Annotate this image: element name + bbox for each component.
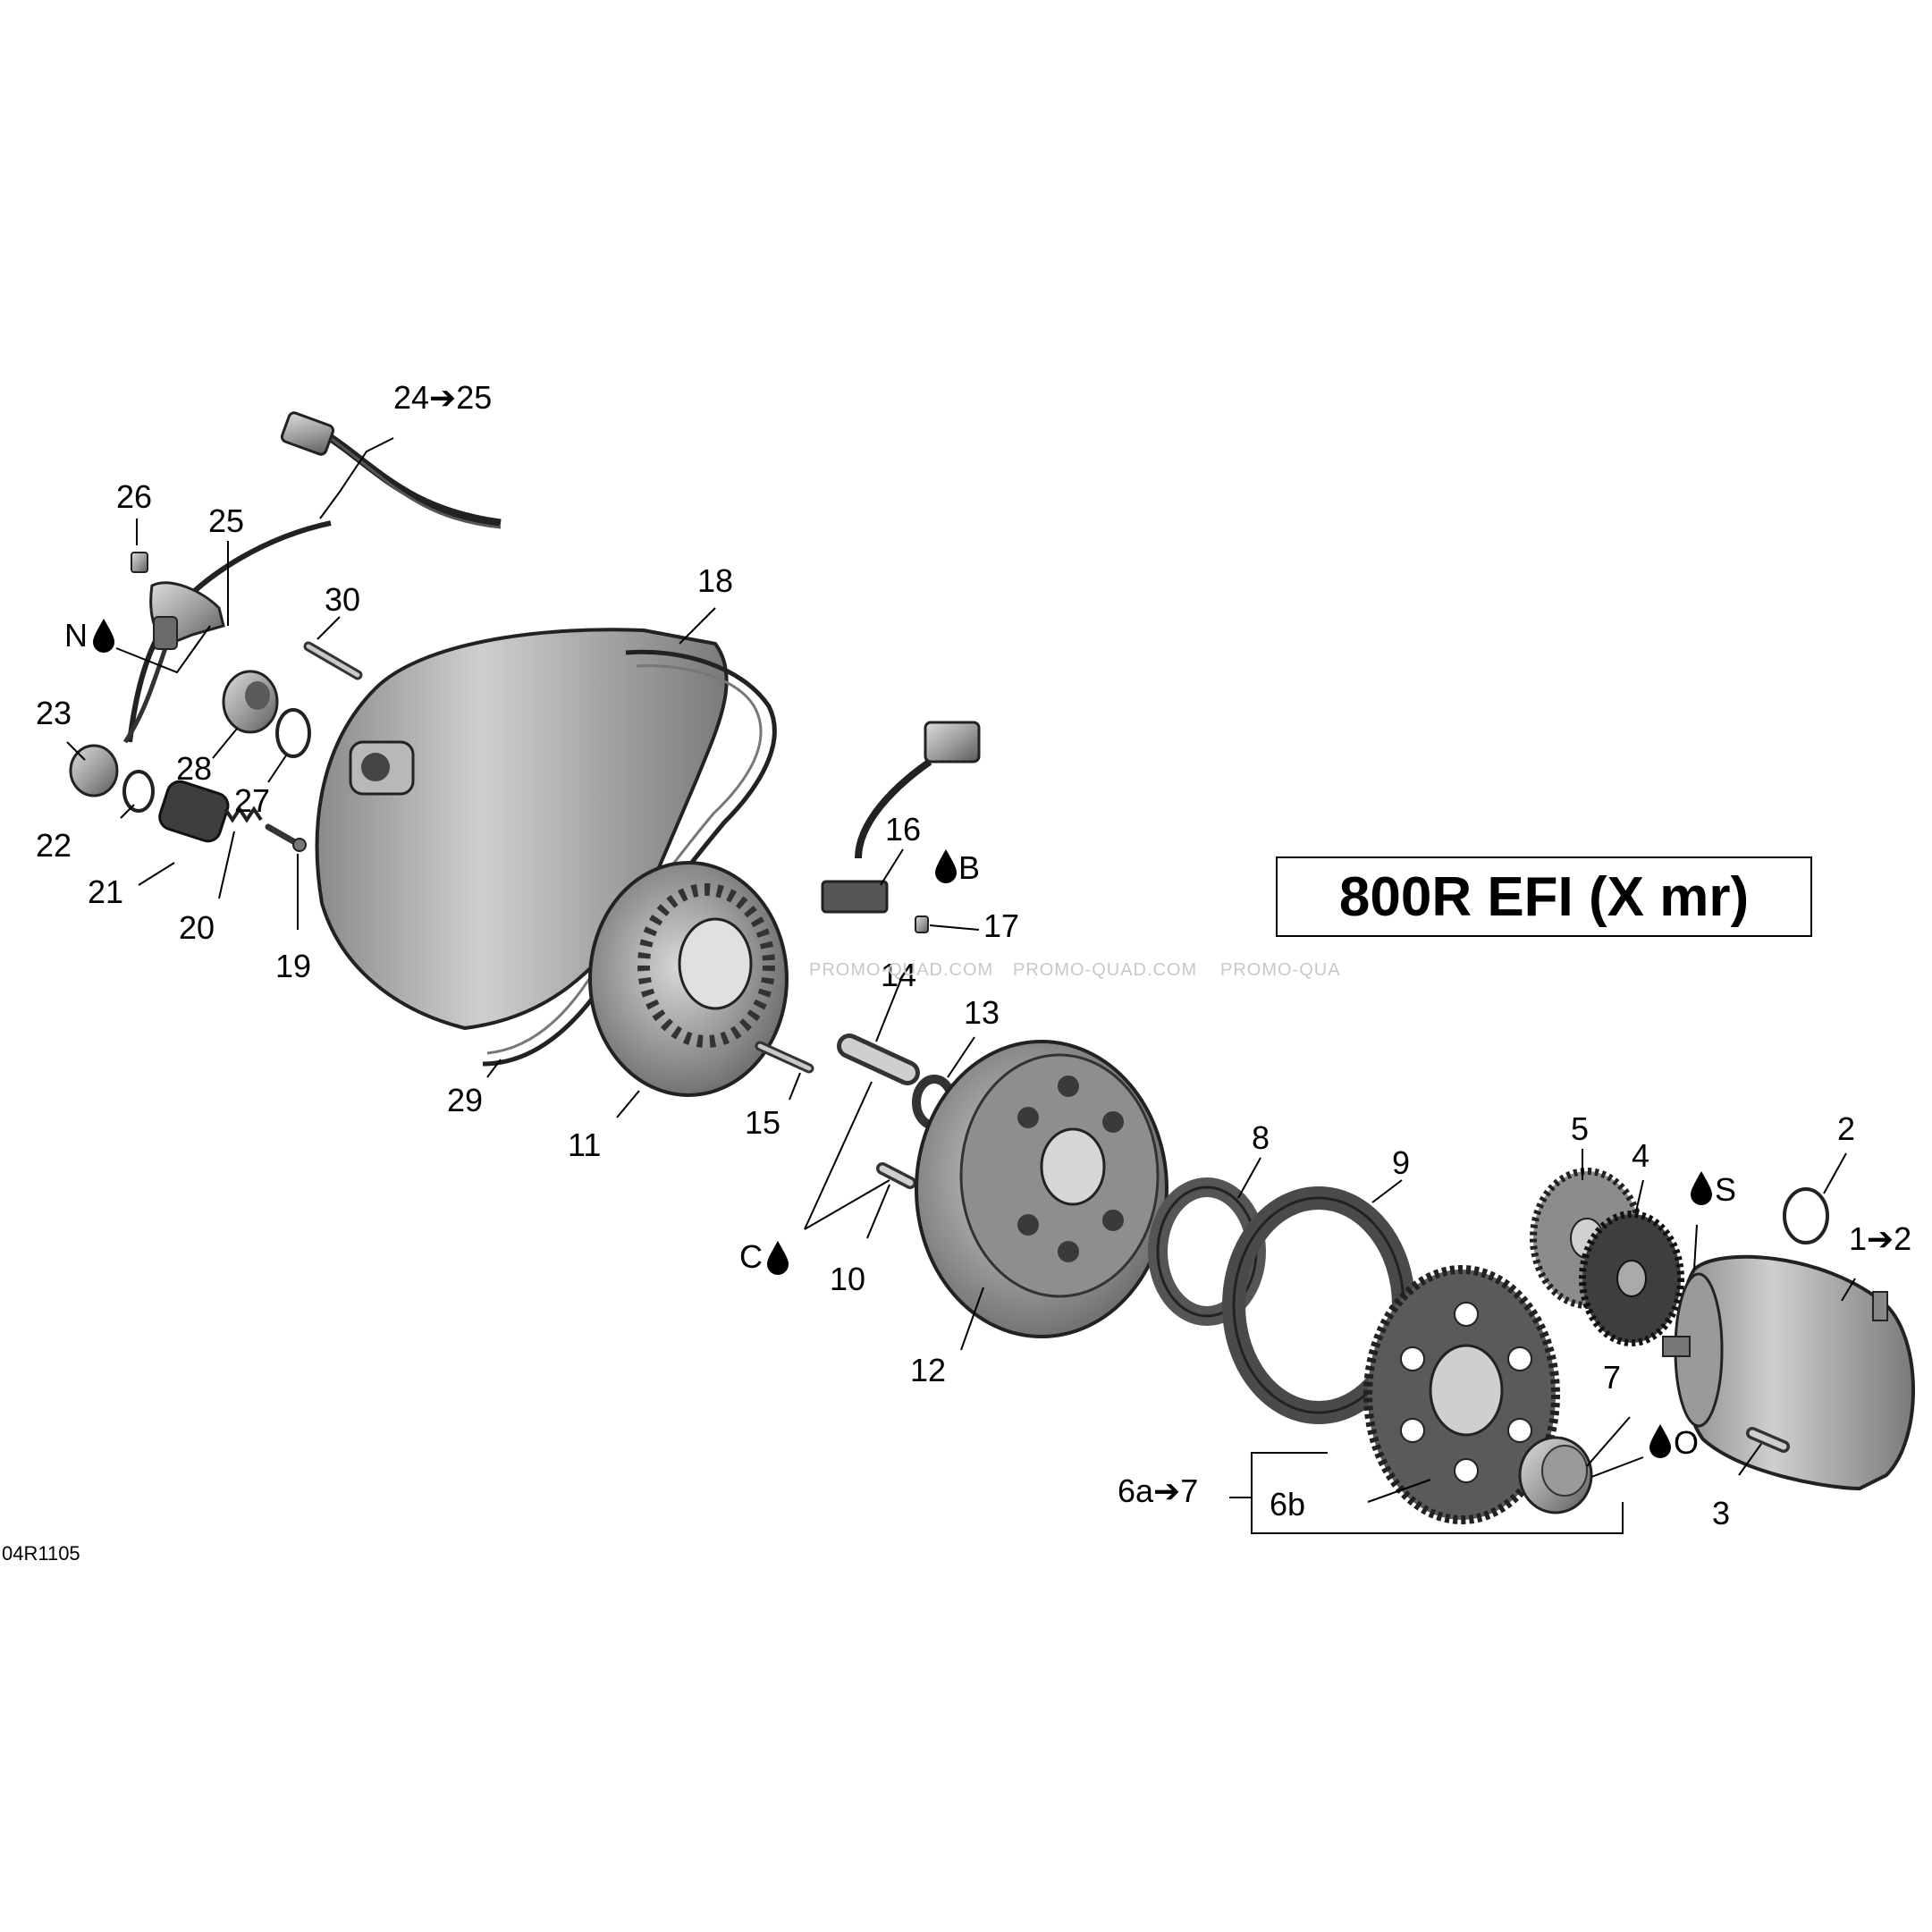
- callout-11: 11: [568, 1126, 601, 1163]
- callout-29: 29: [447, 1082, 483, 1118]
- callout-22: 22: [36, 827, 72, 864]
- spring-20-part[interactable]: [224, 806, 263, 823]
- watermark-3: PROMO-QUA: [1220, 960, 1341, 980]
- screw-10-part[interactable]: [876, 1162, 916, 1189]
- bushing-7-part[interactable]: [1518, 1436, 1593, 1514]
- screw-17-part[interactable]: [915, 915, 929, 933]
- o-ring-22-part[interactable]: [122, 770, 155, 813]
- callout-19: 19: [275, 948, 311, 984]
- callout-26: 26: [116, 478, 152, 515]
- callout-12: 12: [910, 1352, 946, 1388]
- callout-23: 23: [36, 695, 72, 731]
- gasket-29-part[interactable]: [482, 649, 777, 1067]
- callout-21: 21: [88, 873, 123, 910]
- o-ring-2-part[interactable]: [1783, 1187, 1829, 1244]
- starter-motor-1-part[interactable]: [1662, 1254, 1915, 1491]
- callout-8: 8: [1252, 1119, 1270, 1156]
- callout-labels: 24➔25 26 25 30 18 23 28 27 22 21 20 19 2…: [36, 379, 1911, 1531]
- callout-9: 9: [1392, 1144, 1410, 1181]
- plug-28-part[interactable]: [222, 670, 279, 734]
- lubricant-letter-o: O: [1674, 1424, 1699, 1461]
- callout-15: 15: [745, 1104, 780, 1141]
- diagram-code: 04R1105: [2, 1542, 80, 1565]
- bolt-30-part[interactable]: [303, 641, 363, 680]
- screw-26-part[interactable]: [131, 552, 148, 573]
- callout-3: 3: [1712, 1495, 1730, 1531]
- callout-6b: 6b: [1270, 1486, 1305, 1523]
- callout-6a: 6a➔7: [1118, 1472, 1198, 1509]
- callout-4: 4: [1632, 1137, 1649, 1174]
- stator-11-part[interactable]: [588, 861, 789, 1097]
- o-ring-27-part[interactable]: [275, 708, 311, 758]
- callout-25: 25: [208, 502, 244, 539]
- bolt-14-part[interactable]: [837, 1033, 920, 1085]
- model-title-box: 800R EFI (X mr): [1276, 856, 1812, 937]
- callout-28: 28: [176, 750, 212, 787]
- callout-2: 2: [1837, 1110, 1855, 1147]
- callout-18: 18: [697, 562, 733, 599]
- harness-connector-16-part[interactable]: [821, 721, 981, 914]
- sleeve-21-part[interactable]: [156, 779, 232, 845]
- callout-13: 13: [964, 994, 1000, 1031]
- lubricant-drop-icon: [1691, 1171, 1712, 1205]
- watermark-2: PROMO-QUAD.COM: [1013, 960, 1198, 980]
- starter-gear-6b-part[interactable]: [1363, 1265, 1560, 1524]
- lubricant-letter-n: N: [64, 617, 88, 654]
- lubricant-marker-c: C: [739, 1238, 789, 1275]
- screw-3-part[interactable]: [1746, 1427, 1790, 1453]
- sensor-25-part[interactable]: [149, 581, 225, 650]
- lubricant-marker-n: N: [64, 617, 114, 654]
- callout-27: 27: [234, 782, 270, 819]
- callout-17: 17: [983, 907, 1019, 944]
- bolt-15-part[interactable]: [755, 1041, 814, 1074]
- callout-20: 20: [179, 909, 215, 946]
- lubricant-letter-b: B: [958, 849, 980, 886]
- callout-1: 1➔2: [1849, 1220, 1911, 1257]
- lubricant-marker-b: B: [935, 849, 980, 886]
- gear-4-part[interactable]: [1579, 1211, 1684, 1346]
- callout-30: 30: [325, 581, 360, 618]
- watermark-1: PROMO-QUAD.COM: [809, 960, 994, 980]
- lubricant-letter-c: C: [739, 1238, 763, 1275]
- leader-lines: [66, 437, 1856, 1534]
- callout-10: 10: [830, 1261, 865, 1297]
- callout-5: 5: [1571, 1110, 1589, 1147]
- lubricant-drop-icon: [93, 619, 114, 653]
- callout-16: 16: [885, 811, 921, 848]
- lubricant-marker-o: O: [1649, 1424, 1699, 1461]
- model-title: 800R EFI (X mr): [1338, 865, 1750, 928]
- flywheel-12-part[interactable]: [915, 1040, 1168, 1338]
- lubricant-drop-icon: [1649, 1424, 1671, 1458]
- callout-24: 24➔25: [393, 379, 492, 416]
- callout-14: 14: [881, 957, 916, 993]
- lubricant-drop-icon: [767, 1241, 789, 1275]
- plunger-19-part[interactable]: [265, 823, 307, 852]
- lubricant-marker-s: S: [1691, 1171, 1736, 1208]
- callout-7: 7: [1603, 1359, 1621, 1396]
- lubricant-letter-s: S: [1715, 1171, 1736, 1208]
- lubricant-drop-icon: [935, 849, 957, 883]
